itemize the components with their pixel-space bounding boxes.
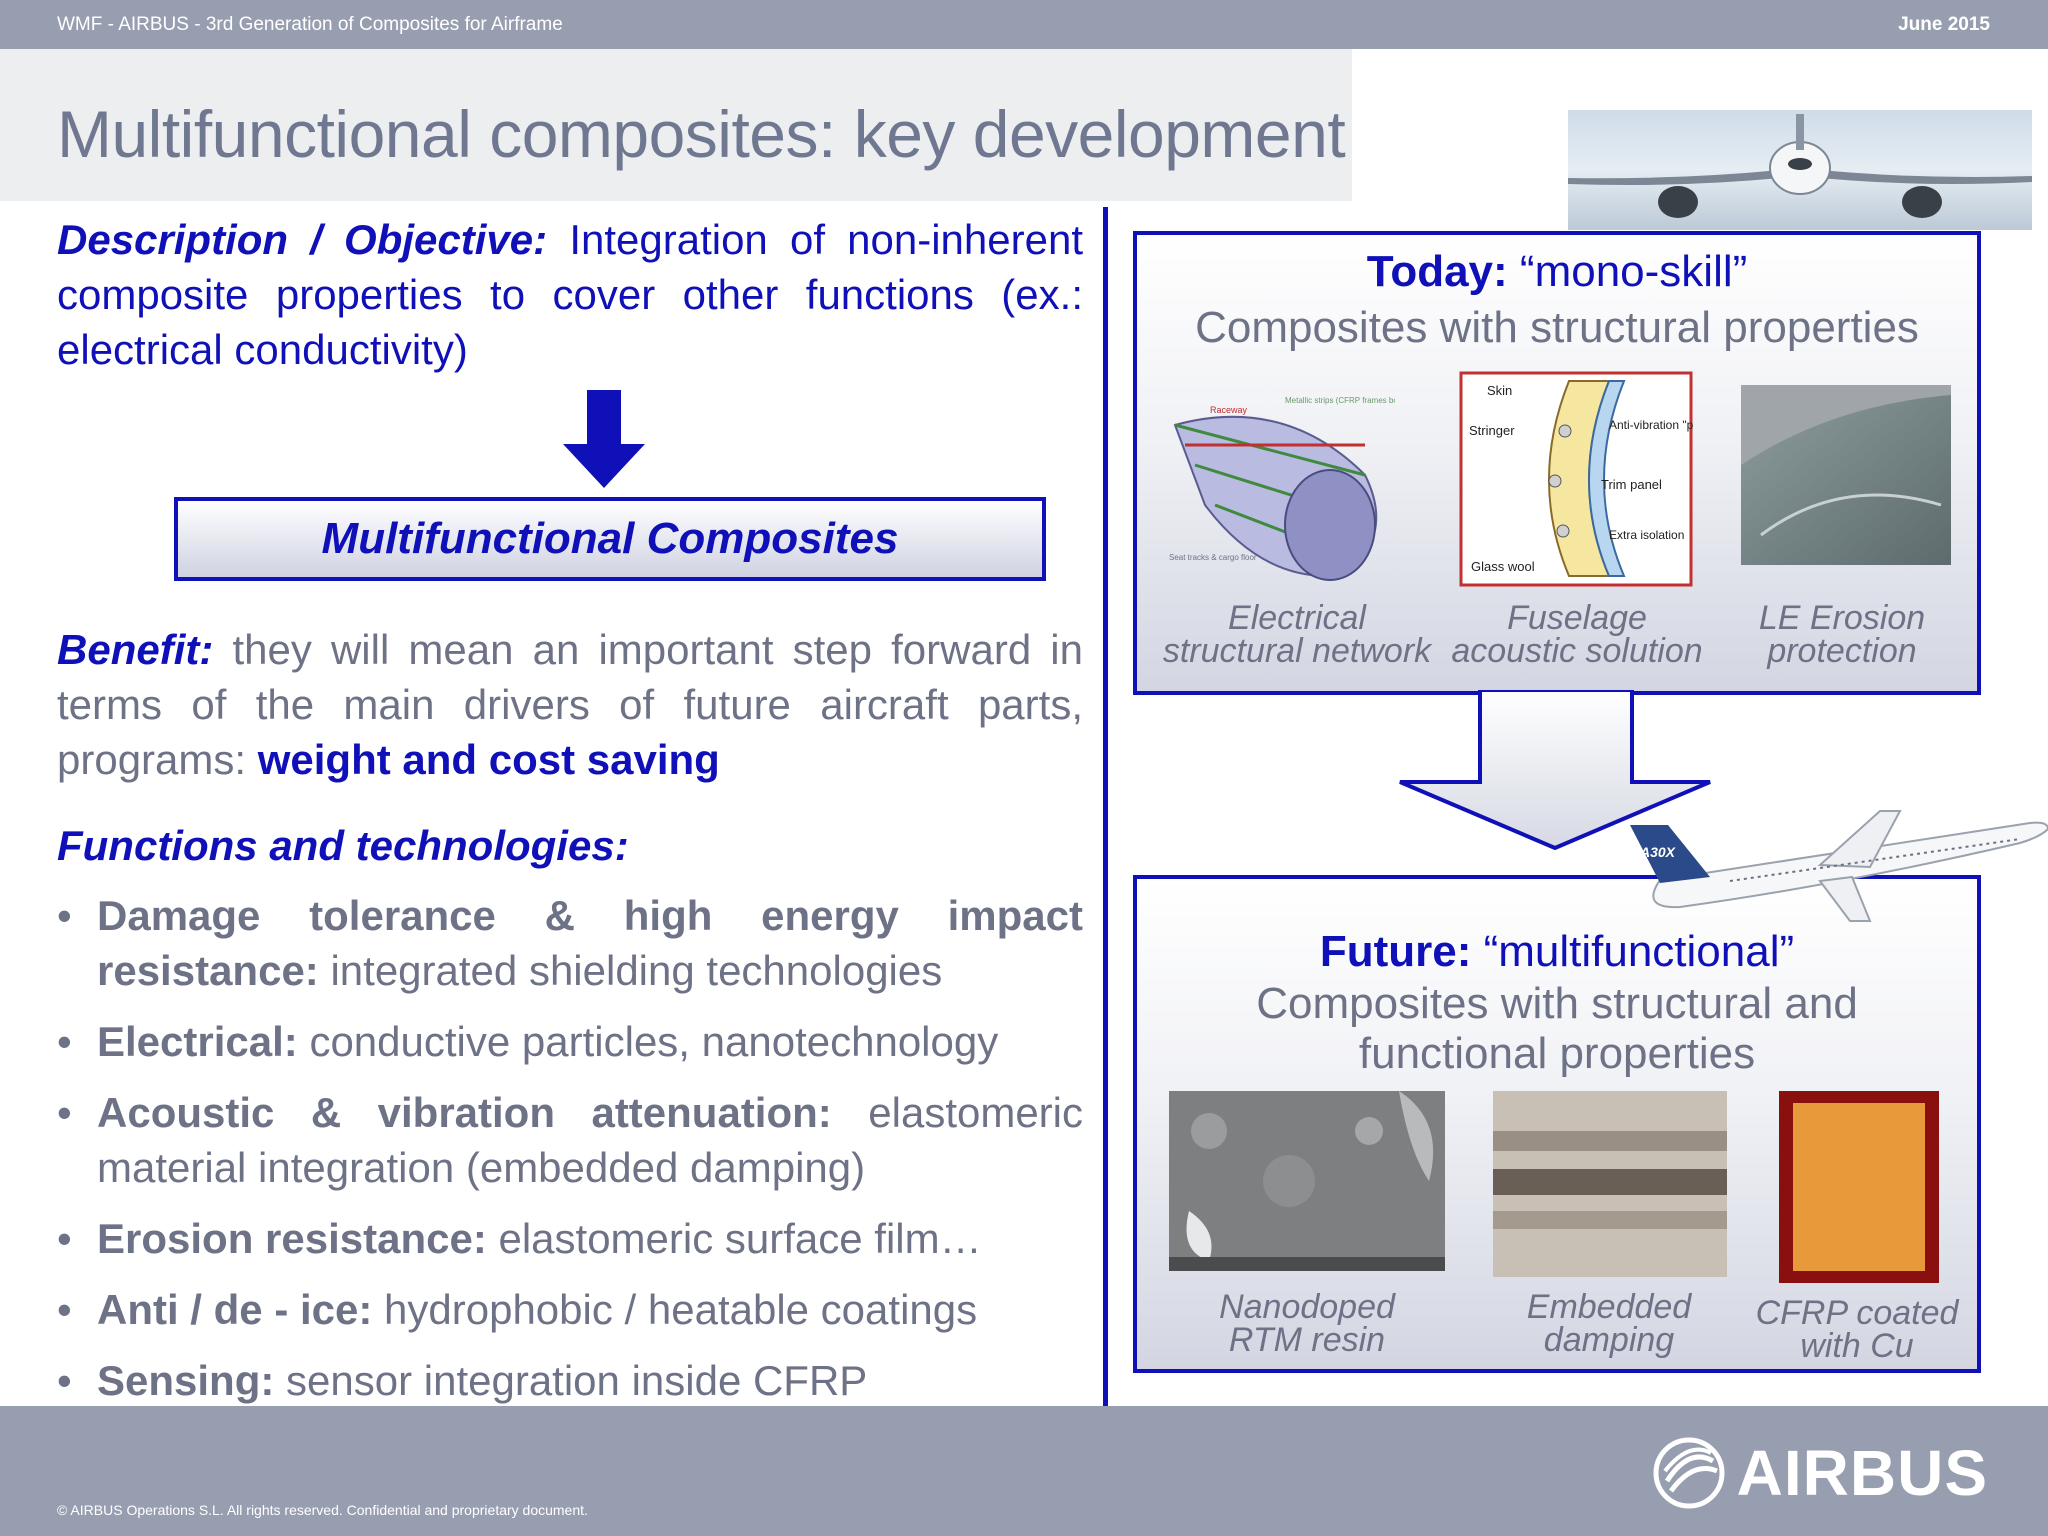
caption-le-erosion: LE Erosion protection	[1758, 599, 1926, 670]
airbus-logo-text: AIRBUS	[1736, 1437, 1988, 1509]
bullet-icon: •	[57, 892, 72, 939]
future-panel: Future: “multifunctional” Composites wit…	[1133, 875, 1981, 1373]
bullet-icon: •	[57, 1089, 72, 1136]
le-erosion-photo	[1741, 385, 1951, 565]
future-title: Future: “multifunctional”	[1319, 927, 1795, 976]
svg-text:A30X: A30X	[1639, 844, 1677, 860]
caption-fuselage-acoustic: Fuselage acoustic solution	[1451, 599, 1703, 670]
svg-text:Anti-vibration "plot": Anti-vibration "plot"	[1609, 418, 1693, 432]
today-panel: Today: “mono-skill” Composites with stru…	[1133, 231, 1981, 695]
functions-heading: Functions and technologies:	[57, 822, 629, 869]
aircraft-side-image: A30X	[1630, 810, 2048, 922]
page-title: Multifunctional composites: key developm…	[57, 97, 1346, 171]
multifunctional-composites-box: Multifunctional Composites	[174, 497, 1046, 581]
svg-text:Stringer: Stringer	[1469, 423, 1515, 438]
caption-cfrp-cu: CFRP coated with Cu	[1755, 1294, 1959, 1365]
future-subtitle: Composites with structural and functiona…	[1256, 979, 1858, 1078]
title-band	[0, 49, 1352, 201]
footer-copyright: © AIRBUS Operations S.L. All rights rese…	[57, 1502, 588, 1518]
description-text: Integration of non-inherent composite pr…	[57, 216, 1083, 373]
fuselage-acoustic-diagram: Skin Stringer Anti-vibration "plot" Trim…	[1459, 371, 1693, 587]
list-item: •Electrical: conductive particles, nanot…	[57, 1014, 1083, 1069]
electrical-network-image: Raceway Metallic strips (CFRP frames bon…	[1169, 396, 1395, 581]
svg-text:Seat tracks & cargo floor: Seat tracks & cargo floor	[1169, 553, 1257, 562]
list-item: •Damage tolerance & high energy impact r…	[57, 888, 1083, 998]
caption-embedded-damping: Embedded damping	[1526, 1288, 1692, 1359]
benefit-highlight: weight and cost saving	[257, 736, 720, 783]
cfrp-cu-coated-sample	[1779, 1091, 1939, 1283]
list-item: •Sensing: sensor integration inside CFRP	[57, 1353, 1083, 1408]
arrow-down-icon	[563, 390, 645, 488]
bullet-icon: •	[57, 1018, 72, 1065]
bullet-icon: •	[57, 1215, 72, 1262]
bullet-icon: •	[57, 1357, 72, 1404]
bullet-icon: •	[57, 1286, 72, 1333]
svg-text:Metallic strips (CFRP frames b: Metallic strips (CFRP frames bonding)	[1285, 396, 1395, 405]
today-title: Today: “mono-skill”	[1366, 247, 1748, 296]
aircraft-photo	[1568, 110, 2032, 230]
svg-text:Trim panel: Trim panel	[1601, 477, 1662, 492]
header-bar: WMF - AIRBUS - 3rd Generation of Composi…	[0, 0, 2048, 49]
nanodoped-resin-micrograph	[1169, 1091, 1445, 1271]
svg-text:Glass wool: Glass wool	[1471, 559, 1535, 574]
airbus-logo: AIRBUS	[1653, 1436, 1988, 1510]
benefit-label: Benefit:	[57, 626, 214, 673]
header-document-title: WMF - AIRBUS - 3rd Generation of Composi…	[57, 14, 563, 35]
transition-arrow-icon	[1399, 690, 1711, 850]
svg-text:Extra isolation: Extra isolation	[1609, 528, 1684, 542]
caption-nanodoped-resin: Nanodoped RTM resin	[1219, 1288, 1395, 1359]
embedded-damping-sample	[1493, 1091, 1727, 1277]
benefit-paragraph: Benefit: they will mean an important ste…	[57, 622, 1083, 787]
list-item: •Acoustic & vibration attenuation: elast…	[57, 1085, 1083, 1195]
aircraft-front-icon	[1568, 114, 2032, 218]
description-paragraph: Description / Objective: Integration of …	[57, 212, 1083, 377]
caption-electrical-network: Electrical structural network	[1162, 599, 1432, 670]
svg-text:Raceway: Raceway	[1210, 405, 1248, 415]
benefit-text: they will mean an important step forward…	[57, 626, 1083, 783]
description-label: Description / Objective:	[57, 216, 548, 263]
footer-bar: © AIRBUS Operations S.L. All rights rese…	[0, 1406, 2048, 1536]
today-subtitle: Composites with structural properties	[1195, 303, 1919, 352]
list-item: •Anti / de - ice: hydrophobic / heatable…	[57, 1282, 1083, 1337]
header-date: June 2015	[1898, 14, 1990, 35]
airbus-logo-icon	[1653, 1437, 1725, 1509]
functions-list: •Damage tolerance & high energy impact r…	[57, 888, 1083, 1424]
column-divider	[1103, 207, 1108, 1407]
svg-text:Skin: Skin	[1487, 383, 1512, 398]
list-item: •Erosion resistance: elastomeric surface…	[57, 1211, 1083, 1266]
